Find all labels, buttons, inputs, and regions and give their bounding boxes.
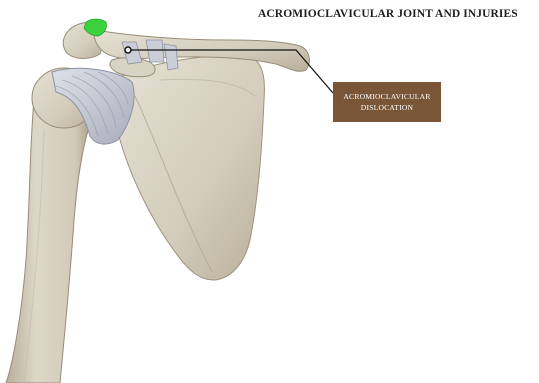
callout-line-1: ACROMIOCLAVICULAR (343, 91, 430, 102)
callout-line-2: DISLOCATION (361, 102, 413, 113)
humerus (6, 100, 92, 383)
callout-label-box: ACROMIOCLAVICULAR DISLOCATION (333, 82, 441, 122)
callout-pointer-dot (125, 47, 131, 53)
